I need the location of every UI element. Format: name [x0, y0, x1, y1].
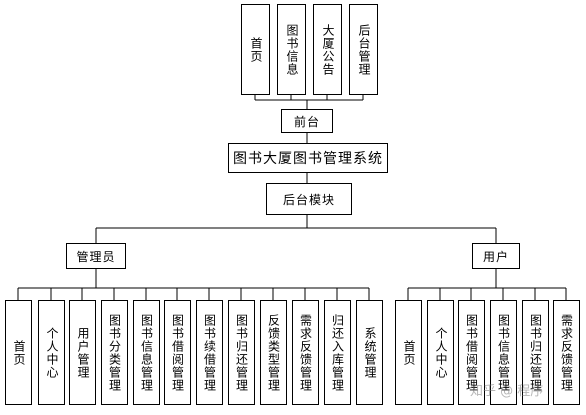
- front-module-admin-entry: 后台管理: [349, 4, 378, 95]
- user-module-personal-center: 个人中心: [427, 300, 454, 405]
- system-title-node: 图书大厦图书管理系统: [228, 143, 388, 173]
- user-module-demand-feedback: 需求反馈管理: [553, 300, 580, 405]
- admin-module-book-category: 图书分类管理: [101, 300, 128, 405]
- user-module-book-borrow: 图书借阅管理: [458, 300, 485, 405]
- user-module-home: 首页: [395, 300, 422, 405]
- admin-module-home: 首页: [5, 300, 32, 405]
- admin-module-book-renew: 图书续借管理: [196, 300, 223, 405]
- admin-module-personal-center: 个人中心: [38, 300, 65, 405]
- front-module-announcement: 大厦公告: [313, 4, 342, 95]
- admin-module-book-info: 图书信息管理: [133, 300, 160, 405]
- user-module-book-return: 图书归还管理: [522, 300, 549, 405]
- admin-module-system-management: 系统管理: [356, 300, 383, 405]
- backend-hub-node: 后台模块: [266, 183, 352, 215]
- front-module-book-info: 图书信息: [277, 4, 306, 95]
- admin-module-return-storage: 归还入库管理: [324, 300, 351, 405]
- admin-module-book-return: 图书归还管理: [228, 300, 255, 405]
- admin-module-feedback-type: 反馈类型管理: [260, 300, 287, 405]
- user-role-node: 用户: [472, 243, 520, 269]
- front-hub-node: 前台: [281, 109, 333, 133]
- admin-module-user-management: 用户管理: [69, 300, 96, 405]
- admin-module-demand-feedback: 需求反馈管理: [292, 300, 319, 405]
- user-module-book-info: 图书信息管理: [490, 300, 517, 405]
- front-module-home: 首页: [241, 4, 270, 95]
- admin-role-node: 管理员: [66, 243, 126, 269]
- admin-module-book-borrow: 图书借阅管理: [164, 300, 191, 405]
